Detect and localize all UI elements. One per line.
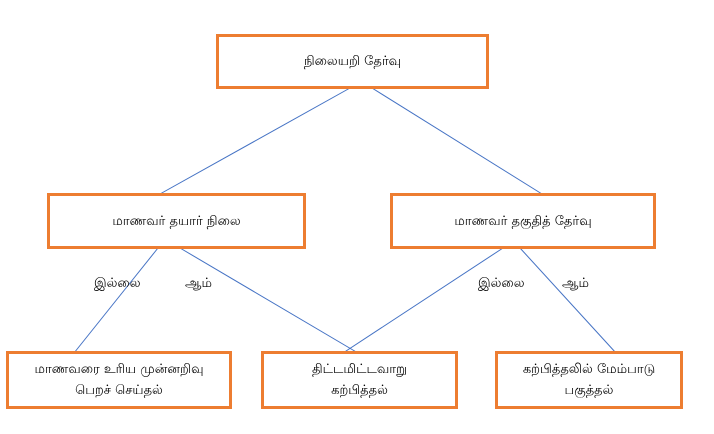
- prior-knowledge-label: மாணவரை உரிய முன்னறிவு பெறச் செய்தல்: [34, 362, 204, 398]
- student-readiness-node: மாணவர் தயார் நிலை: [47, 193, 306, 249]
- edge-root-to-left: [159, 87, 351, 195]
- planned-teaching-node: திட்டமிட்டவாறு கற்பித்தல்: [261, 351, 458, 409]
- root-node: நிலையறி தேர்வு: [216, 34, 489, 89]
- teaching-improvement-label: கற்பித்தலில் மேம்பாடு பகுத்தல்: [522, 362, 656, 398]
- root-node-label: நிலையறி தேர்வு: [303, 54, 402, 69]
- student-eligibility-test-node: மாணவர் தகுதித் தேர்வு: [390, 193, 656, 249]
- edge-left-to-bottom-left: [73, 247, 159, 354]
- edge-right-to-bottom-middle: [342, 247, 504, 354]
- edge-left-to-bottom-middle: [179, 247, 359, 354]
- student-readiness-label: மாணவர் தயார் நிலை: [112, 213, 241, 229]
- teaching-improvement-node: கற்பித்தலில் மேம்பாடு பகுத்தல்: [495, 351, 683, 409]
- prior-knowledge-node: மாணவரை உரிய முன்னறிவு பெறச் செய்தல்: [6, 351, 232, 409]
- planned-teaching-label: திட்டமிட்டவாறு கற்பித்தல்: [312, 362, 407, 398]
- right-yes-label: ஆம்: [562, 276, 589, 291]
- student-eligibility-test-label: மாணவர் தகுதித் தேர்வு: [454, 213, 592, 229]
- right-no-label: இல்லை: [478, 276, 525, 291]
- edge-root-to-right: [371, 87, 543, 195]
- left-no-label: இல்லை: [94, 276, 141, 291]
- left-yes-label: ஆம்: [185, 276, 212, 291]
- edge-right-to-bottom-right: [519, 247, 617, 354]
